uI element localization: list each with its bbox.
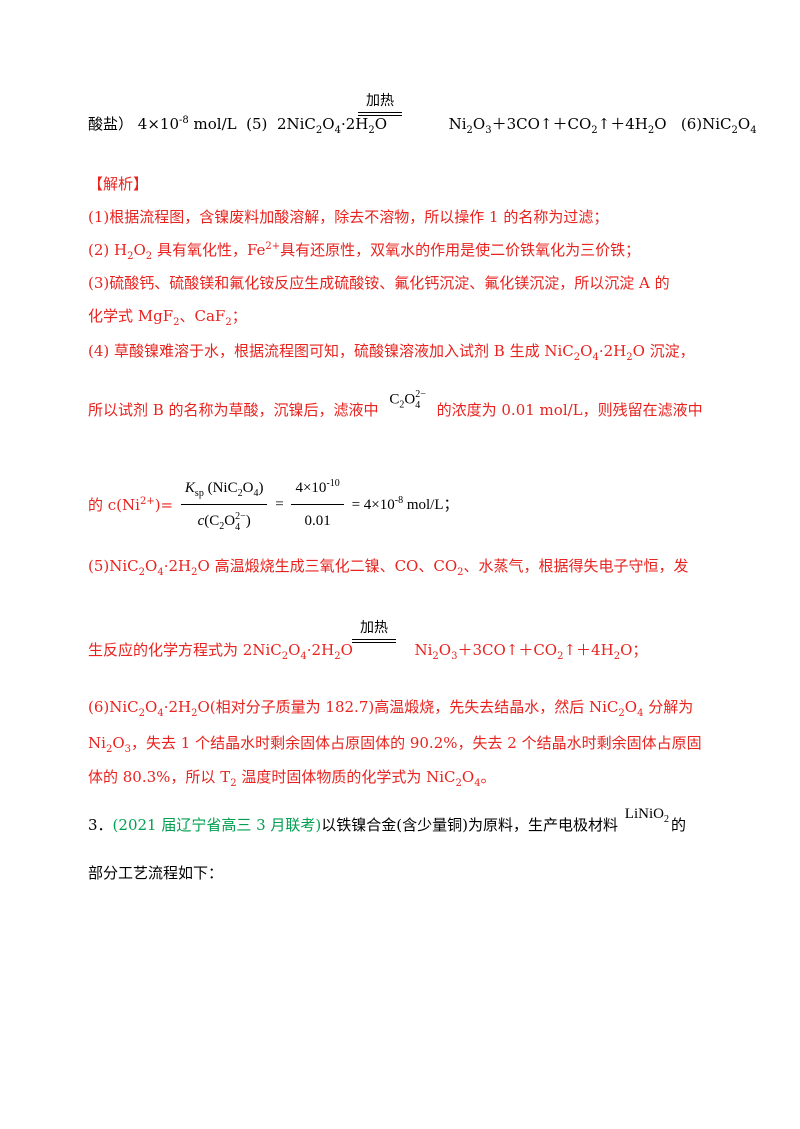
products: Ni2O3＋3CO↑＋CO2↑＋4H2O: [448, 115, 667, 136]
question-3: 3．(2021 届辽宁省高三 3 月联考)以铁镍合金(含少量铜)为原料，生产电极…: [88, 806, 686, 836]
heating-condition: 加热: [358, 90, 402, 116]
condition-text: 加热: [366, 93, 394, 109]
analysis-p6: (6)NiC2O4·2H2O(相对分子质量为 182.7)高温煅烧，先失去结晶水…: [88, 698, 694, 719]
analysis-heading: 【解析】: [88, 175, 149, 193]
value-fraction: 4×10-10 0.01: [291, 474, 344, 535]
analysis-p3b: 化学式 MgF2、CaF2；: [88, 307, 247, 328]
analysis-p1: (1)根据流程图，含镍废料加酸溶解，除去不溶物，所以操作 1 的名称为过滤；: [88, 208, 609, 226]
question-text-a: 以铁镍合金(含少量铜)为原料，生产电极材料: [321, 816, 618, 834]
reactant: 2NiC2O4·2H2O: [276, 115, 388, 136]
analysis-p2: (2) H2O2 具有氧化性，Fe2+具有还原性，双氧水的作用是使二价铁氧化为三…: [88, 241, 641, 262]
label-6: (6)NiC2O4: [680, 115, 757, 136]
question-3-line2: 部分工艺流程如下：: [88, 864, 224, 882]
answer-line: 酸盐） 4×10-8 mol/L (5) 2NiC2O4·2H2O Ni2O3＋…: [88, 114, 757, 136]
analysis-p6b: Ni2O3，失去 1 个结晶水时剩余固体占原固体的 90.2%，失去 2 个结晶…: [88, 734, 702, 755]
condition-text-2: 加热: [360, 620, 388, 636]
heating-condition-2: 加热: [352, 617, 396, 643]
analysis-p5b: 生反应的化学方程式为 2NiC2O4·2H2O Ni2O3＋3CO↑＋CO2↑＋…: [88, 641, 648, 662]
material-formula: LiNiO2: [624, 806, 669, 825]
analysis-p4: (4) 草酸镍难溶于水，根据流程图可知，硫酸镍溶液加入试剂 B 生成 NiC2O…: [88, 342, 695, 363]
conc-value: 4×10-8 mol/L: [137, 115, 237, 133]
analysis-p5: (5)NiC2O4·2H2O 高温煅烧生成三氧化二镍、CO、CO2、水蒸气，根据…: [88, 557, 689, 578]
equals-bars-2: [352, 639, 396, 643]
equals-bars: [358, 112, 402, 116]
label-5: (5): [246, 115, 268, 133]
analysis-p6c: 体的 80.3%，所以 T2 温度时固体物质的化学式为 NiC2O4。: [88, 768, 496, 789]
question-number: 3．: [88, 816, 113, 834]
analysis-p3: (3)硫酸钙、硫酸镁和氟化铵反应生成硫酸铵、氟化钙沉淀、氟化镁沉淀，所以沉淀 A…: [88, 274, 670, 292]
question-source: (2021 届辽宁省高三 3 月联考): [112, 816, 322, 834]
question-text-b: 的: [670, 816, 686, 834]
answer-part1: 酸盐）: [88, 115, 134, 133]
